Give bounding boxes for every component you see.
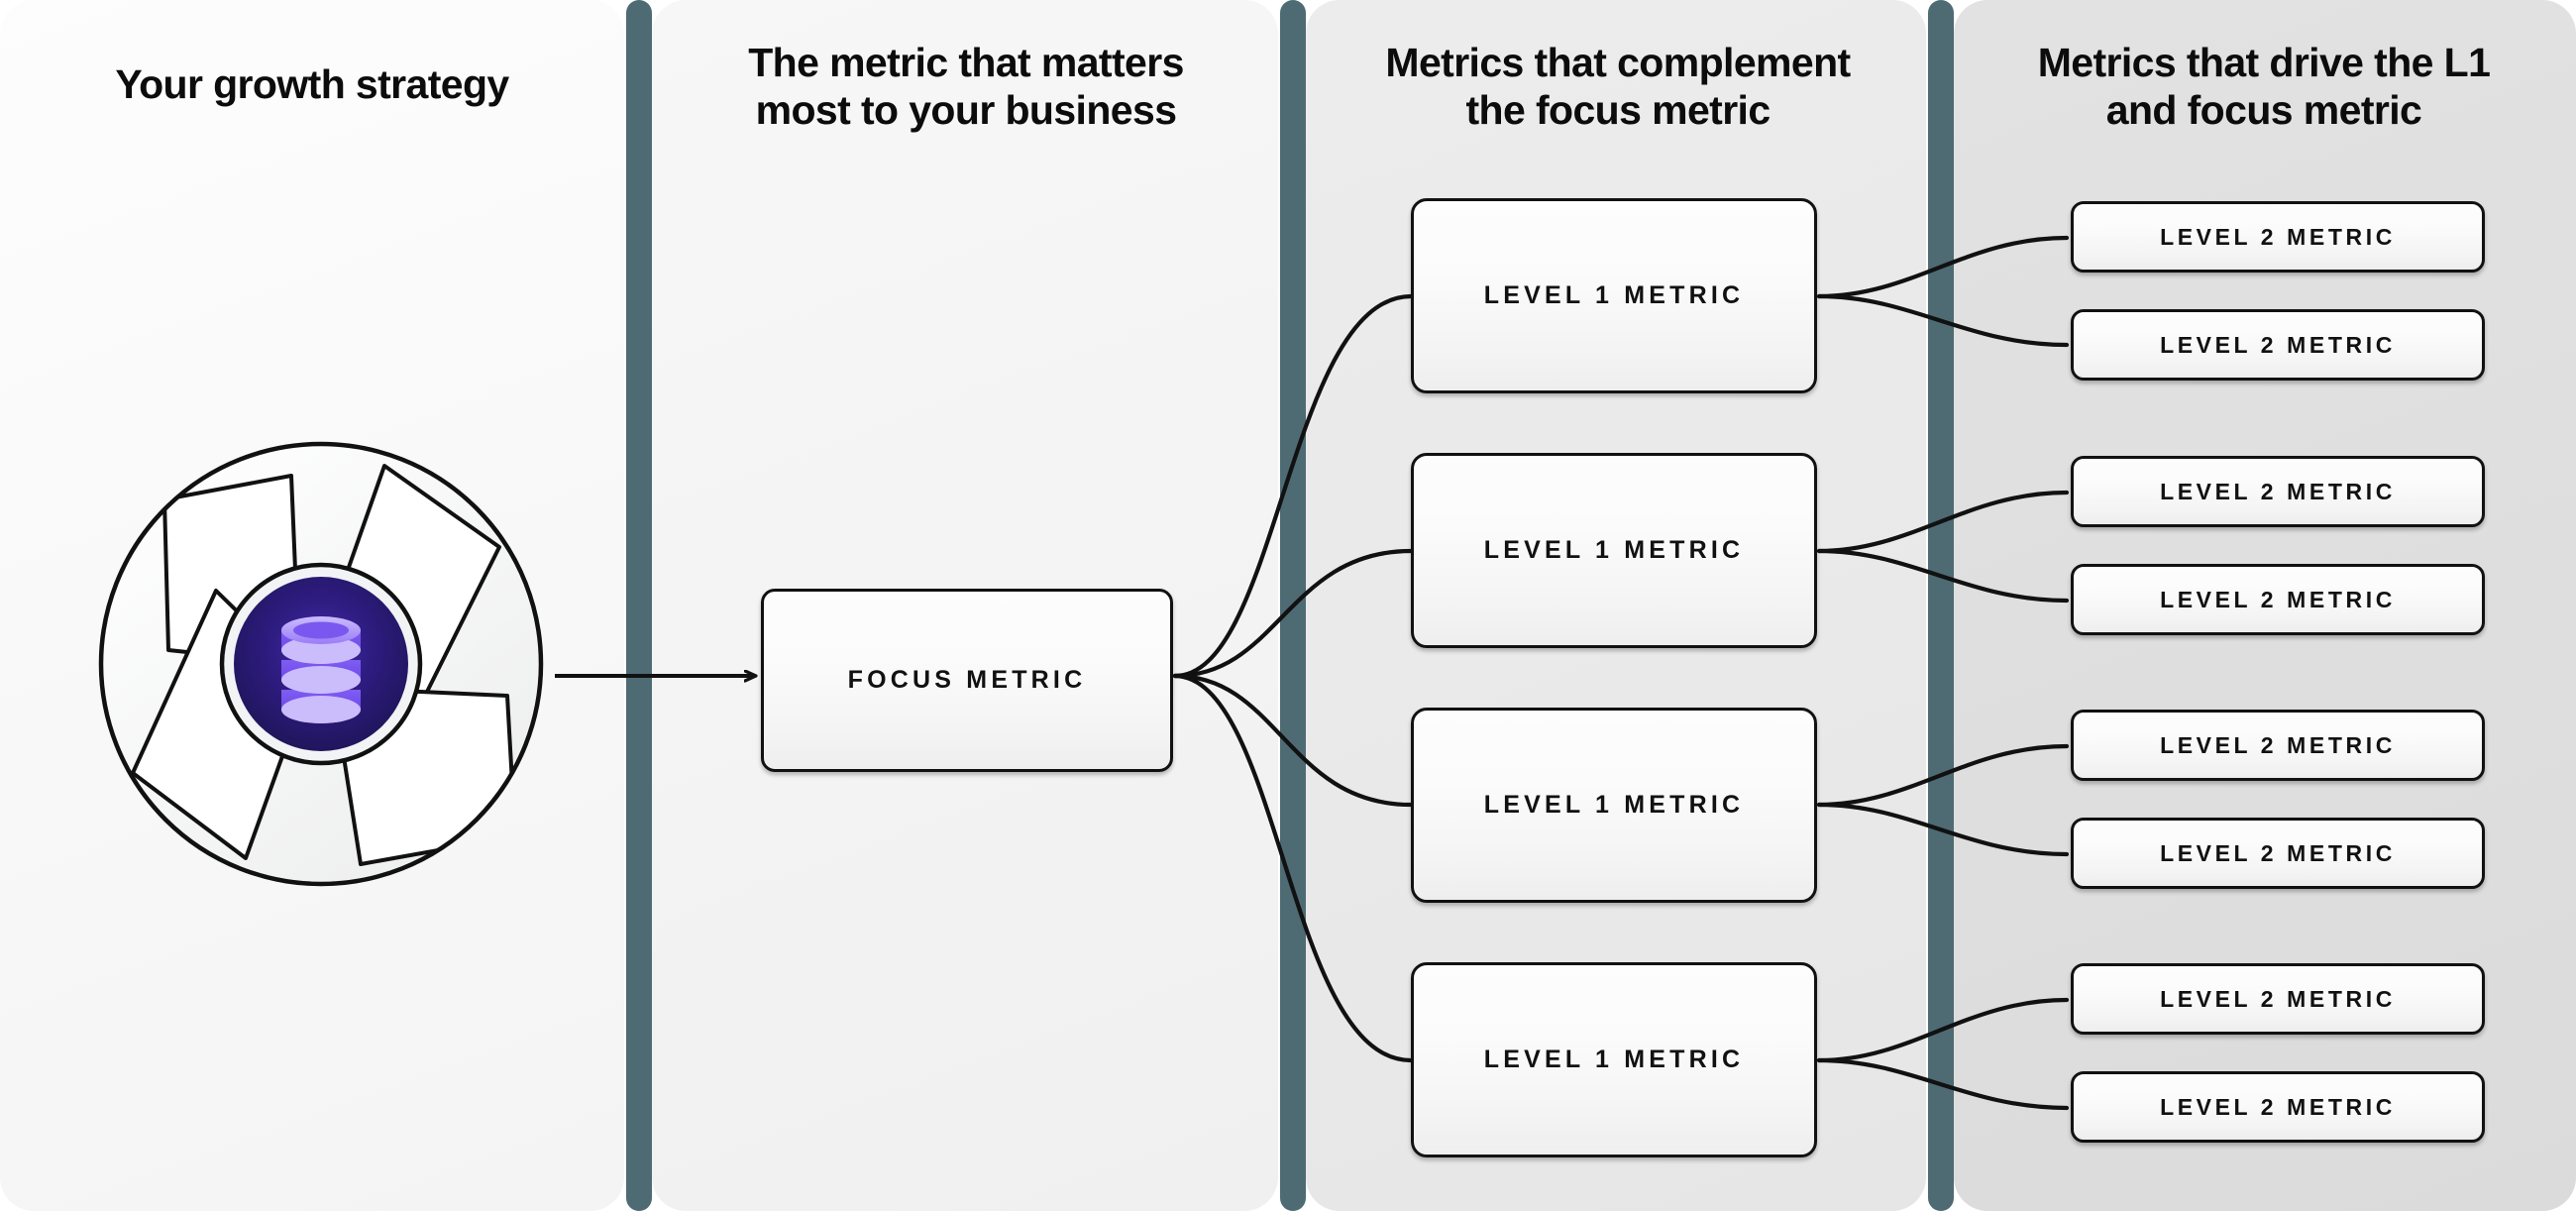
level1-metric-node-2[interactable]: LEVEL 1 METRIC [1411, 453, 1817, 648]
column-divider-2 [1280, 0, 1306, 1211]
level2-metric-node-3[interactable]: LEVEL 2 METRIC [2071, 456, 2485, 527]
column-heading-level1: Metrics that complement the focus metric [1338, 40, 1898, 134]
level2-metric-label: LEVEL 2 METRIC [2160, 985, 2396, 1012]
level1-metric-label: LEVEL 1 METRIC [1483, 536, 1745, 564]
level1-metric-label: LEVEL 1 METRIC [1483, 1046, 1745, 1073]
level2-metric-node-4[interactable]: LEVEL 2 METRIC [2071, 564, 2485, 635]
level2-metric-node-5[interactable]: LEVEL 2 METRIC [2071, 710, 2485, 781]
column-heading-focus-line2: most to your business [755, 86, 1177, 133]
column-heading-level1-line1: Metrics that complement [1385, 40, 1851, 85]
strategy-aperture-icon[interactable] [87, 430, 555, 898]
level2-metric-node-7[interactable]: LEVEL 2 METRIC [2071, 963, 2485, 1035]
column-heading-level1-line2: the focus metric [1465, 86, 1771, 133]
level2-metric-label: LEVEL 2 METRIC [2160, 731, 2396, 758]
column-heading-level2-line1: Metrics that drive the L1 [2037, 40, 2491, 85]
focus-metric-node[interactable]: FOCUS METRIC [761, 589, 1173, 772]
level2-metric-label: LEVEL 2 METRIC [2160, 478, 2396, 504]
level2-metric-label: LEVEL 2 METRIC [2160, 1093, 2396, 1120]
level2-metric-label: LEVEL 2 METRIC [2160, 331, 2396, 358]
level2-metric-node-2[interactable]: LEVEL 2 METRIC [2071, 309, 2485, 381]
level2-metric-label: LEVEL 2 METRIC [2160, 839, 2396, 866]
level2-metric-label: LEVEL 2 METRIC [2160, 223, 2396, 250]
column-heading-strategy: Your growth strategy [30, 61, 594, 109]
aperture-outer-ring [98, 441, 544, 887]
column-heading-strategy-text: Your growth strategy [115, 61, 509, 107]
focus-metric-label: FOCUS METRIC [847, 666, 1087, 694]
level1-metric-node-1[interactable]: LEVEL 1 METRIC [1411, 198, 1817, 393]
column-heading-level2: Metrics that drive the L1 and focus metr… [1982, 40, 2546, 134]
column-heading-focus-line1: The metric that matters [748, 40, 1184, 85]
level2-metric-label: LEVEL 2 METRIC [2160, 586, 2396, 612]
level1-metric-node-4[interactable]: LEVEL 1 METRIC [1411, 962, 1817, 1157]
level1-metric-node-3[interactable]: LEVEL 1 METRIC [1411, 708, 1817, 903]
column-divider-3 [1928, 0, 1954, 1211]
column-heading-level2-line2: and focus metric [2105, 86, 2422, 133]
column-divider-1 [626, 0, 652, 1211]
level1-metric-label: LEVEL 1 METRIC [1483, 791, 1745, 819]
level2-metric-node-1[interactable]: LEVEL 2 METRIC [2071, 201, 2485, 273]
column-heading-focus: The metric that matters most to your bus… [684, 40, 1248, 134]
level2-metric-node-8[interactable]: LEVEL 2 METRIC [2071, 1071, 2485, 1143]
database-icon [281, 616, 361, 723]
level1-metric-label: LEVEL 1 METRIC [1483, 281, 1745, 309]
level2-metric-node-6[interactable]: LEVEL 2 METRIC [2071, 818, 2485, 889]
